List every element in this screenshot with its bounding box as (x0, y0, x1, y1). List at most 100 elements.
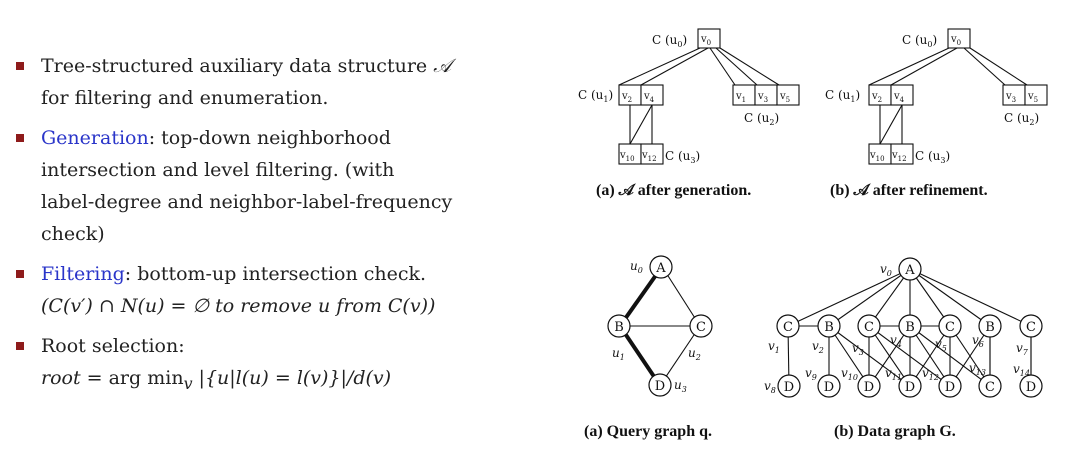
data-graph-node-v12 (938, 374, 962, 398)
query-node-name: u (630, 259, 638, 273)
svg-text:v5: v5 (1027, 91, 1038, 104)
bullet-list: Tree-structured auxiliary data structure… (16, 50, 516, 408)
caption-a-generation: (a) 𝒜 after generation. (596, 182, 751, 199)
keyword-generation: Generation (41, 127, 149, 149)
box-v0 (697, 28, 721, 49)
bullet-filtering: Filtering: bottom-up intersection check.… (16, 258, 516, 322)
svg-text:v1: v1 (735, 91, 746, 104)
svg-text:C (u1): C (u1) (825, 88, 860, 104)
data-graph-edge (787, 268, 911, 327)
data-graph-node-label: D (1026, 380, 1036, 395)
svg-text:v12: v12 (891, 150, 907, 163)
node-sub: 10 (876, 155, 885, 163)
candidate-label: C (u (652, 33, 678, 47)
node-sub: 2 (628, 96, 632, 104)
data-graph-node-label: D (864, 380, 874, 395)
data-graph-node-name: v7 (1016, 341, 1029, 357)
data-graph-node-name: v9 (805, 366, 817, 382)
data-graph-node-label: B (985, 320, 995, 335)
query-node-u3 (648, 373, 672, 397)
data-graph-node-name: v2 (812, 339, 824, 355)
data-graph-edge (828, 268, 911, 327)
data-graph-node-label: D (905, 380, 915, 395)
svg-text:u1: u1 (612, 346, 625, 362)
bullet-marker (16, 62, 24, 70)
node-sub: 3 (1012, 96, 1016, 104)
query-node-sub: 2 (695, 353, 701, 362)
query-node-label: C (696, 320, 706, 335)
candidate-label: C (u (578, 88, 604, 102)
bullet-text: check) (41, 223, 105, 245)
svg-text:C (u2): C (u2) (1004, 111, 1039, 127)
svg-text:v0: v0 (700, 34, 711, 47)
data-graph-node-name: v0 (880, 262, 892, 278)
bullet-text: Root selection: (41, 335, 185, 357)
figure-a-after-generation: v0 C (u0) v2 v4 C (u1) v1 v3 v5 C (u2) v… (578, 28, 800, 199)
candidate-sub: 2 (1029, 118, 1034, 127)
candidate-sub: 3 (940, 156, 945, 165)
data-graph-node-name: v13 (969, 361, 986, 377)
query-node-sub: 3 (682, 385, 687, 394)
data-graph-node-v0 (898, 257, 922, 281)
data-graph-edge (909, 325, 991, 387)
data-graph-edge (868, 268, 911, 327)
candidate-label: C (u (744, 111, 770, 125)
candidate-sub: 3 (690, 156, 695, 165)
data-graph-node-label: C (985, 380, 995, 395)
query-node-name: u (688, 346, 696, 360)
caption-query-graph: (a) Query graph q. (584, 423, 712, 440)
svg-text:v2: v2 (621, 91, 632, 104)
root-formula: = arg min (80, 367, 184, 389)
svg-text:v5: v5 (779, 91, 790, 104)
data-graph-node-label: C (945, 320, 955, 335)
data-graph-node-v13 (978, 374, 1002, 398)
query-node-name: u (612, 346, 620, 360)
node-label: v (871, 91, 878, 102)
svg-text:C (u0): C (u0) (652, 33, 687, 49)
node-sub: 0 (707, 39, 711, 47)
svg-text:v2: v2 (871, 91, 882, 104)
svg-text:u2: u2 (688, 346, 701, 362)
node-label: v (643, 91, 650, 102)
node-label: v (757, 91, 764, 102)
node-label: v (621, 91, 628, 102)
data-graph-edge (868, 325, 911, 387)
data-graph-node-label: D (945, 380, 955, 395)
caption-b-refinement: (b) 𝒜 after refinement. (830, 182, 988, 199)
data-graph-edge (909, 268, 991, 327)
data-graph-node-v4 (898, 314, 922, 338)
query-node-u2 (689, 314, 713, 338)
data-graph-node-name: v8 (764, 379, 776, 395)
node-sub: 3 (764, 96, 768, 104)
keyword-filtering: Filtering (41, 263, 125, 285)
svg-text:C (u2): C (u2) (744, 111, 779, 127)
filter-formula: (C(v′) ∩ N(u) = ∅ to remove u from C(v)) (41, 295, 436, 317)
data-graph-node-name: v3 (852, 341, 864, 357)
data-graph-edge (949, 325, 991, 387)
node-label: v (700, 34, 707, 45)
root-formula-sub: v (183, 373, 193, 393)
svg-text:v3: v3 (757, 91, 768, 104)
data-graph-node-label: C (864, 320, 874, 335)
node-label: v (619, 150, 626, 161)
box-v5 (776, 84, 800, 106)
node-label: v (779, 91, 786, 102)
bullet-text: : top-down neighborhood (148, 127, 391, 149)
box-v5 (1024, 84, 1048, 106)
svg-text:v4: v4 (643, 91, 655, 104)
data-graph-node-label: C (1026, 320, 1036, 335)
data-graph-node-v14 (1019, 374, 1043, 398)
data-graph-node-name: v14 (1013, 362, 1030, 378)
svg-text:u3: u3 (674, 378, 687, 394)
data-graph-edge (909, 268, 1032, 327)
candidate-label: C (u (1004, 111, 1030, 125)
node-sub: 12 (898, 155, 907, 163)
data-graph-node-v1 (776, 314, 800, 338)
node-sub: 2 (878, 96, 882, 104)
data-graph-node-v7 (1019, 314, 1043, 338)
data-graph-node-label: C (783, 320, 793, 335)
svg-text:u0: u0 (630, 259, 643, 275)
bullet-text: for filtering and enumeration. (41, 87, 329, 109)
data-graph-node-v9 (817, 374, 841, 398)
